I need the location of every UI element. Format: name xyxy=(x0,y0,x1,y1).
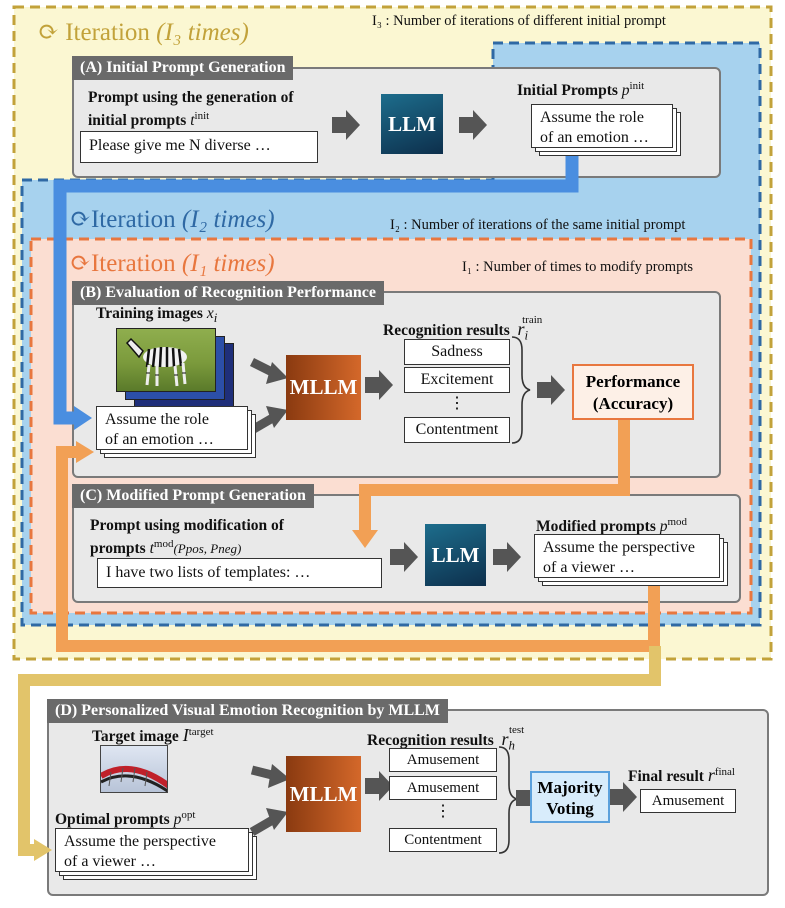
final-result-box: Amusement xyxy=(640,789,736,813)
arrow-d-prompt-head xyxy=(266,808,288,830)
orange-flow-arrow-2 xyxy=(56,446,660,652)
result-item: Amusement xyxy=(389,776,497,800)
panel-a-prompt-label: Prompt using the generation of initial p… xyxy=(88,89,294,130)
result-ellipsis: ⋮ xyxy=(435,803,451,820)
panel-a-prompt-box: Please give me N diverse … xyxy=(80,131,318,163)
yellow-arrow-head xyxy=(34,839,52,861)
panel-c-prompt-label: Prompt using modification of prompts tmo… xyxy=(90,517,284,558)
arrow-d-mllm xyxy=(365,771,393,801)
iteration-i1-title: ⟳Iteration (I₁ times) xyxy=(70,250,275,277)
orange-flow-arrow-1 xyxy=(359,420,630,530)
result-item: Amusement xyxy=(389,748,497,772)
panel-d-optimal-label: Optimal prompts popt xyxy=(55,809,196,829)
panel-d-results-label: Recognition results rhtest xyxy=(367,724,525,753)
panel-b-title: (B) Evaluation of Recognition Performanc… xyxy=(72,281,384,305)
blue-flow-arrow xyxy=(53,150,579,425)
arrow-c-2 xyxy=(493,542,521,572)
llm-block-c: LLM xyxy=(425,524,486,586)
brace-b xyxy=(511,336,531,444)
panel-a-title: (A) Initial Prompt Generation xyxy=(72,56,294,80)
voting-connector xyxy=(516,790,530,806)
panel-c-prompt-box: I have two lists of templates: … xyxy=(97,558,382,588)
result-item: Contentment xyxy=(389,828,497,852)
arrow-b-mllm xyxy=(365,370,393,400)
arrow-b-perf xyxy=(537,375,565,405)
brace-d xyxy=(498,746,518,854)
iteration-i1-note: I₁ : Number of times to modify prompts xyxy=(462,259,693,275)
target-image xyxy=(100,745,168,793)
arrow-d-img-head xyxy=(268,764,290,788)
result-item: Excitement xyxy=(404,367,510,393)
panel-d-title: (D) Personalized Visual Emotion Recognit… xyxy=(47,699,448,723)
panel-d-target-label: Target image Itarget xyxy=(92,725,214,746)
panel-c-title: (C) Modified Prompt Generation xyxy=(72,484,314,508)
orange-arrow-head-1 xyxy=(352,530,378,548)
panel-b-results-label: Recognition results ritrain xyxy=(383,314,543,343)
arrow-b-img-head xyxy=(266,362,288,384)
result-ellipsis: ⋮ xyxy=(449,395,465,412)
llm-block-a: LLM xyxy=(381,94,443,154)
arrow-a-2 xyxy=(459,110,487,140)
refresh-icon: ⟳ xyxy=(70,250,91,277)
iteration-i2-note: I₂ : Number of iterations of the same in… xyxy=(390,217,686,233)
arrow-d-final xyxy=(609,782,637,812)
panel-a-output-label: Initial Prompts pinit xyxy=(517,80,645,100)
panel-b-images-label: Training images xi xyxy=(96,305,218,326)
zebra-icon xyxy=(125,337,187,387)
rollercoaster-icon xyxy=(101,766,167,792)
performance-box: Performance(Accuracy) xyxy=(572,364,694,420)
orange-arrow-head-2 xyxy=(76,441,94,463)
result-item: Contentment xyxy=(404,417,510,443)
panel-c-output-label: Modified prompts pmod xyxy=(536,516,688,536)
yellow-flow-arrow xyxy=(18,646,661,856)
mllm-block-b: MLLM xyxy=(286,355,361,420)
blue-arrow-head xyxy=(74,406,92,430)
arrow-b-prompt-head xyxy=(266,406,288,428)
iteration-i3-note: I₃ : Number of iterations of different i… xyxy=(372,13,666,29)
iteration-i3-title: ⟳ Iteration (I₃ times) xyxy=(38,19,249,46)
arrow-a-1 xyxy=(332,110,360,140)
mllm-block-d: MLLM xyxy=(286,756,361,832)
arrow-c-1 xyxy=(390,542,418,572)
iteration-i2-title: ⟳Iteration (I₂ times) xyxy=(70,206,275,233)
refresh-icon: ⟳ xyxy=(38,19,59,46)
refresh-icon: ⟳ xyxy=(70,206,91,233)
result-item: Sadness xyxy=(404,339,510,365)
final-result-label: Final result rfinal xyxy=(628,765,735,786)
training-image xyxy=(116,328,216,392)
